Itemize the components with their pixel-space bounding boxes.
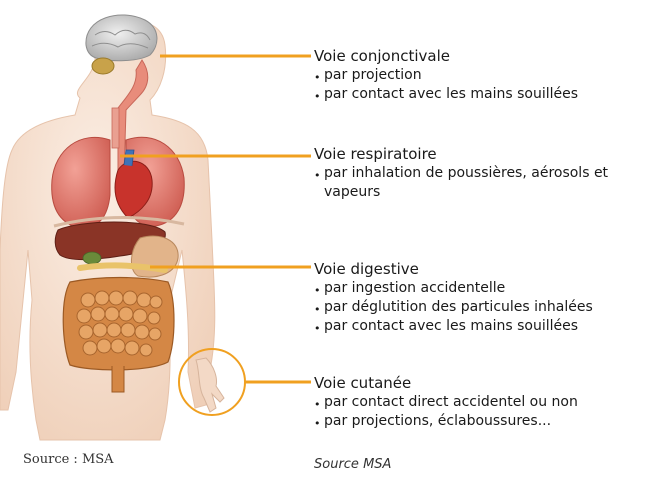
- route-item: par inhalation de poussières, aérosols e…: [314, 164, 649, 202]
- brain: [86, 15, 157, 61]
- route-item: par projection: [314, 66, 644, 85]
- route-title: Voie conjonctivale: [314, 47, 644, 66]
- route-title: Voie respiratoire: [314, 145, 649, 164]
- route-item: par ingestion accidentelle: [314, 279, 649, 298]
- route-item: par contact avec les mains souillées: [314, 317, 649, 336]
- route-items: par inhalation de poussières, aérosols e…: [314, 164, 649, 202]
- route-item: par contact direct accidentel ou non: [314, 393, 644, 412]
- route-item: par déglutition des particules inhalées: [314, 298, 649, 317]
- route-items: par ingestion accidentelle par déglutiti…: [314, 279, 649, 336]
- route-item: par projections, éclaboussures...: [314, 412, 644, 431]
- route-item: par contact avec les mains souillées: [314, 85, 644, 104]
- route-items: par projection par contact avec les main…: [314, 66, 644, 104]
- route-cutanee: Voie cutanée par contact direct accident…: [314, 374, 644, 431]
- gallbladder: [83, 252, 101, 264]
- route-items: par contact direct accidentel ou non par…: [314, 393, 644, 431]
- route-title: Voie digestive: [314, 260, 649, 279]
- route-respiratoire: Voie respiratoire par inhalation de pous…: [314, 145, 649, 202]
- cerebellum: [92, 58, 114, 74]
- trachea: [112, 108, 119, 148]
- route-digestive: Voie digestive par ingestion accidentell…: [314, 260, 649, 336]
- image-source-caption: Source : MSA: [23, 452, 114, 467]
- route-conjonctivale: Voie conjonctivale par projection par co…: [314, 47, 644, 104]
- route-title: Voie cutanée: [314, 374, 644, 393]
- figure-source-caption: Source MSA: [314, 457, 391, 472]
